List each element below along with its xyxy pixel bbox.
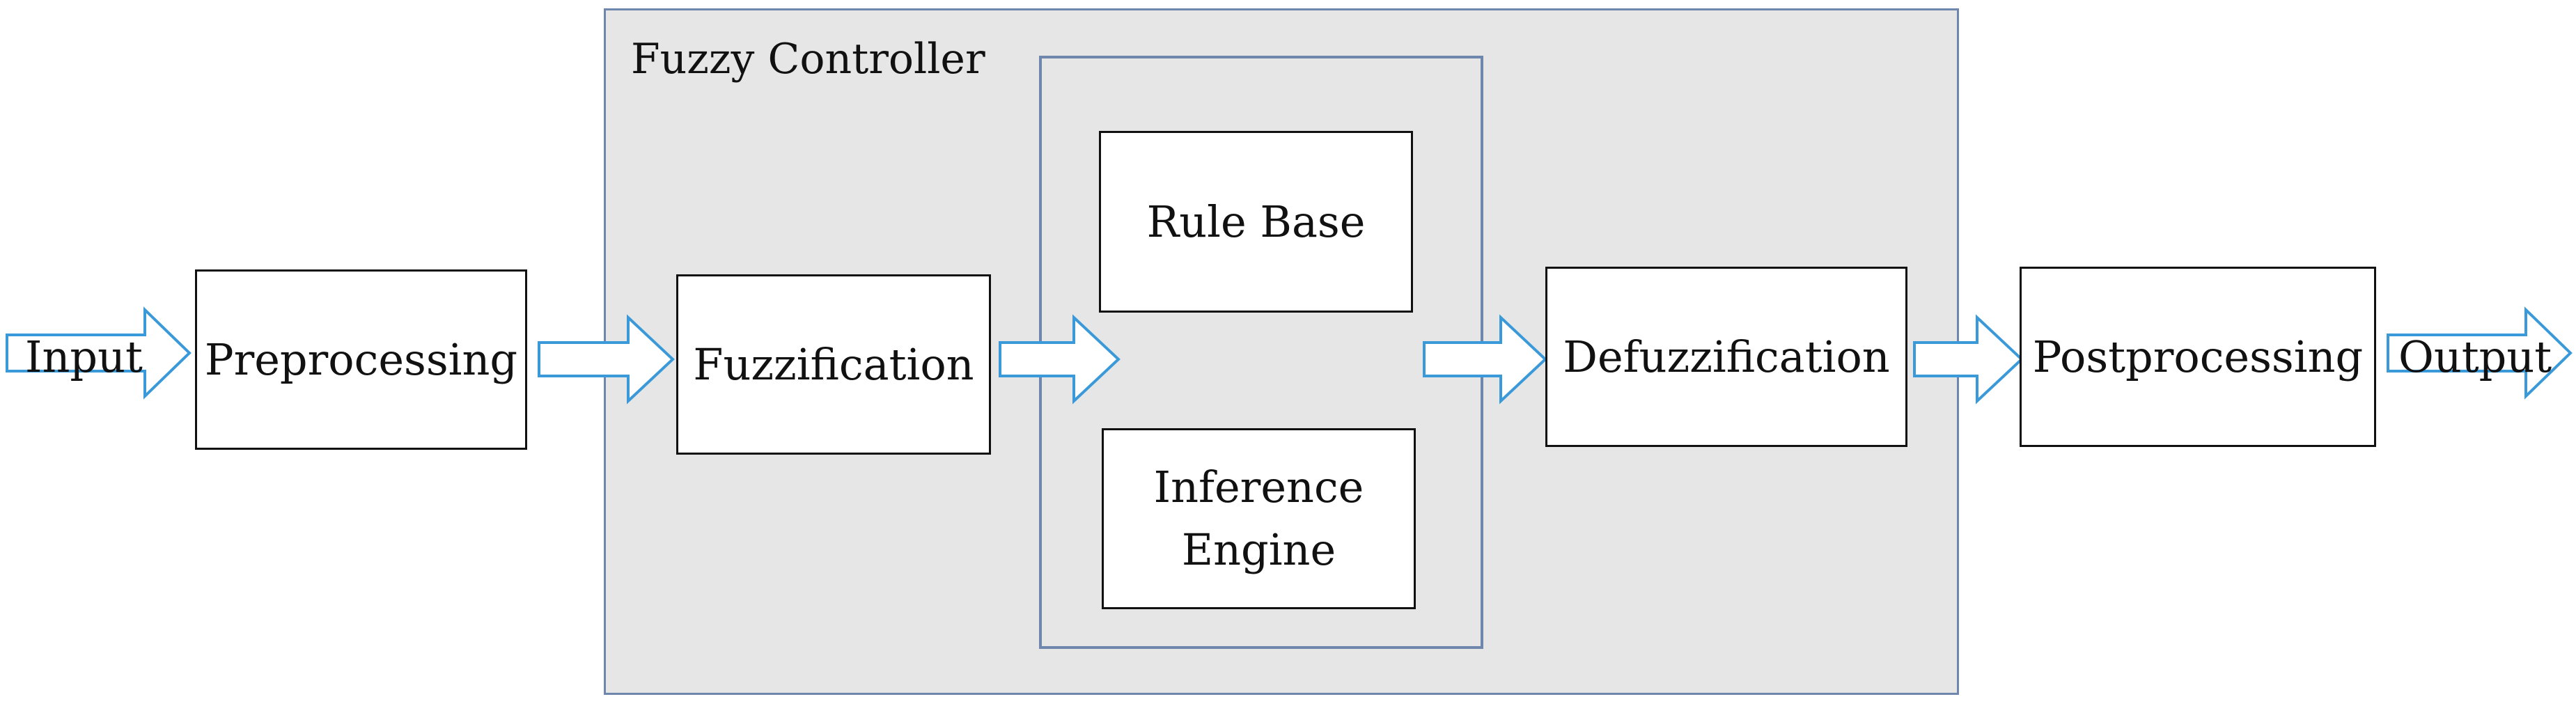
- inference-engine-block: Inference Engine: [1102, 428, 1416, 609]
- arrow-rules-to-defuzzification-icon: [1423, 314, 1547, 405]
- preprocessing-label: Preprocessing: [204, 334, 518, 385]
- postprocessing-label: Postprocessing: [2032, 331, 2364, 382]
- preprocessing-block: Preprocessing: [195, 269, 527, 450]
- defuzzification-label: Defuzzification: [1563, 331, 1890, 382]
- rule-base-label: Rule Base: [1146, 196, 1366, 247]
- arrow-defuzzification-to-postprocessing-icon: [1913, 314, 2024, 405]
- arrow-preprocessing-to-fuzzification-icon: [538, 314, 675, 405]
- arrow-fuzzification-to-rules-icon: [999, 314, 1121, 405]
- rule-base-block: Rule Base: [1099, 131, 1413, 313]
- output-label: Output: [2398, 331, 2552, 382]
- fuzzification-label: Fuzzification: [693, 338, 974, 390]
- inference-engine-label: Inference Engine: [1153, 462, 1364, 575]
- input-label: Input: [25, 331, 143, 382]
- fuzzy-controller-label: Fuzzy Controller: [631, 35, 985, 84]
- fuzzification-block: Fuzzification: [676, 274, 991, 455]
- input-arrow-icon: [6, 306, 192, 400]
- output-arrow-icon: [2387, 306, 2573, 400]
- postprocessing-block: Postprocessing: [2020, 267, 2376, 447]
- defuzzification-block: Defuzzification: [1545, 267, 1907, 447]
